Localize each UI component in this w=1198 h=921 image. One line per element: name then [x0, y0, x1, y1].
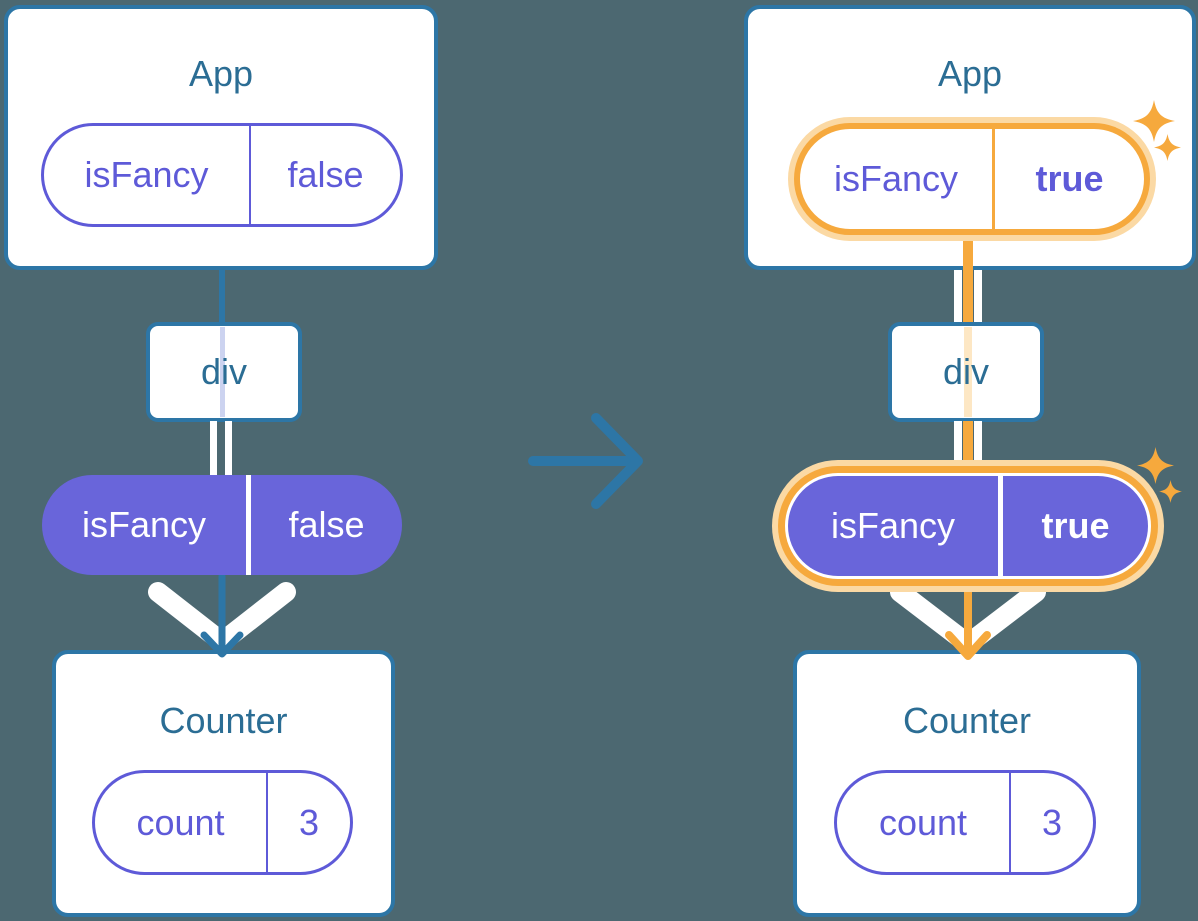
- counter-state-pill-before: count 3: [92, 770, 353, 875]
- pill-divider: [998, 476, 1003, 576]
- state-name-label: count: [878, 801, 968, 843]
- state-name-label: count: [136, 801, 225, 843]
- sparkle-icon: [1133, 100, 1175, 142]
- app-title: App: [188, 53, 254, 94]
- div-label: div: [942, 351, 990, 392]
- div-label: div: [200, 351, 248, 392]
- updated-prop-line: [963, 421, 973, 466]
- pill-divider: [266, 773, 268, 872]
- prop-name-label: isFancy: [81, 504, 207, 545]
- edge-app-to-div: [219, 268, 225, 324]
- prop-name-label: isFancy: [830, 505, 956, 546]
- sparkle-icon: [1159, 480, 1182, 503]
- prop-pass-through-line: [220, 327, 225, 417]
- arrowhead-icon: [945, 631, 991, 660]
- prop-value-label: false: [288, 504, 365, 545]
- counter-title: Counter: [902, 700, 1032, 741]
- pill-divider: [249, 126, 251, 224]
- counter-title: Counter: [159, 700, 288, 741]
- state-value-label: 3: [298, 801, 320, 843]
- counter-state-pill-after: count 3: [834, 770, 1096, 875]
- app-card-before: App isFancy false: [4, 5, 438, 270]
- pill-divider: [1009, 773, 1011, 872]
- state-value-label: 3: [1041, 801, 1063, 843]
- double-line-right: [974, 270, 982, 322]
- counter-card-before: Counter count 3: [52, 650, 395, 917]
- app-prop-pill-before: isFancy false: [41, 123, 403, 227]
- sparkle-icon: [1154, 134, 1181, 161]
- app-prop-pill-after: isFancy true: [794, 123, 1150, 235]
- prop-value-label: true: [1041, 505, 1110, 546]
- prop-name-label: isFancy: [84, 154, 209, 195]
- passed-prop-pill-before: isFancy false: [42, 475, 402, 575]
- double-line-left: [210, 421, 217, 477]
- pill-divider: [246, 475, 251, 575]
- sparkle-icon: [1137, 447, 1174, 484]
- app-title: App: [937, 53, 1003, 94]
- arrowhead-icon: [200, 631, 244, 658]
- prop-flow-arrow-before: [148, 572, 296, 658]
- prop-value-label: true: [1035, 158, 1104, 199]
- counter-card-after: Counter count 3: [793, 650, 1141, 917]
- prop-value-label: false: [287, 154, 364, 195]
- passed-prop-pill-after: isFancy true: [788, 476, 1148, 576]
- pill-divider: [992, 129, 995, 229]
- double-line-right: [225, 421, 232, 477]
- prop-flow-arrow-after: [890, 572, 1046, 660]
- updated-prop-line: [963, 228, 973, 322]
- prop-pass-through-line: [964, 327, 972, 417]
- double-line-right: [974, 421, 982, 471]
- transition-arrow-icon: [528, 413, 643, 509]
- app-card-after: App isFancy true: [744, 5, 1196, 270]
- double-line-left: [954, 270, 962, 322]
- prop-name-label: isFancy: [833, 158, 959, 199]
- double-line-left: [954, 421, 962, 471]
